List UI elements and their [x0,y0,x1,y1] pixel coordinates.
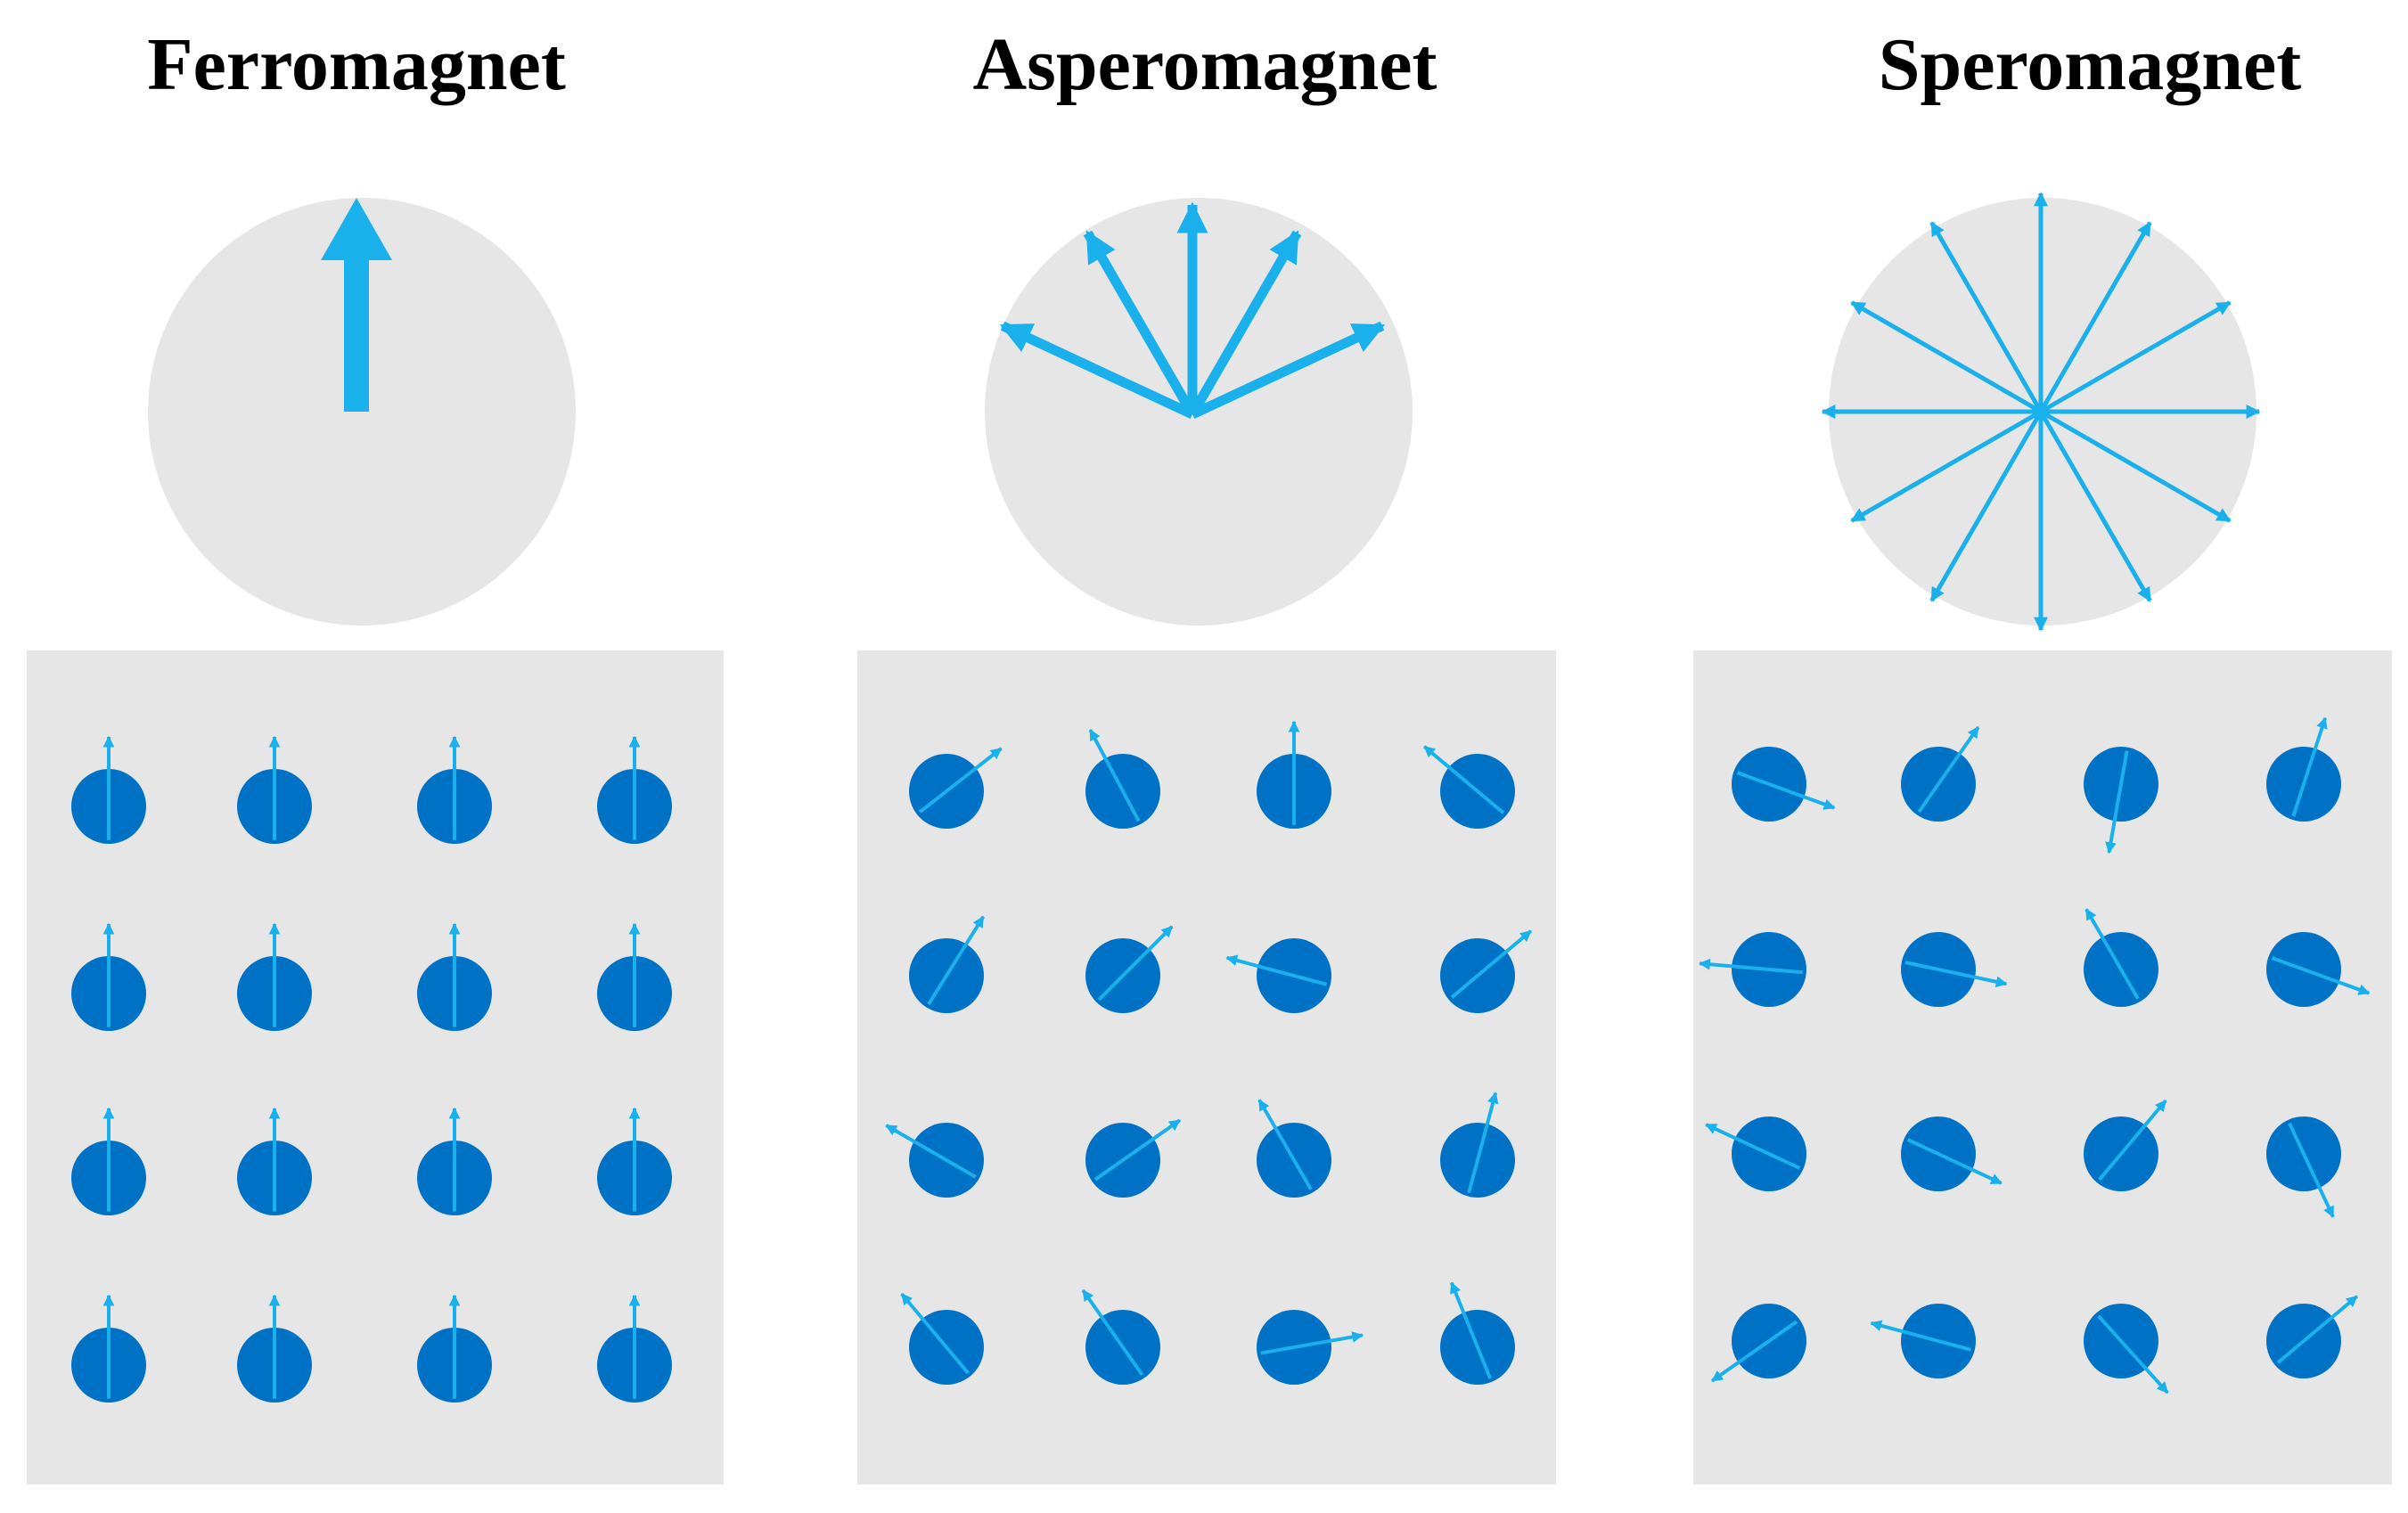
spin-arrow [2098,1099,2167,1182]
spin-arrow [918,747,1003,814]
spin-arrow [1081,1288,1144,1377]
speromagnet-panel: Speromagnet [1693,23,2392,1484]
spin-arrow [1225,954,1328,986]
spin-arrow [1097,925,1174,1002]
spin-arrow [900,1292,970,1375]
ferromagnet-distribution-arrows [321,198,392,412]
distribution-arrow-11 [2039,409,2232,523]
distribution-arrow-head [321,198,392,260]
distribution-arrow-4 [1929,221,2044,413]
ferromagnet-lattice [71,735,672,1403]
speromagnet-lattice [1699,716,2371,1394]
spin-arrow [2271,956,2371,995]
ferromagnet-title: Ferromagnet [147,23,566,106]
spin-arrow [1449,1281,1493,1379]
ferromagnet-panel: Ferromagnet [27,23,724,1484]
spin-arrow [2276,1295,2359,1364]
asperomagnet-title: Asperomagnet [972,23,1437,106]
speromagnet-distribution-arrows [1821,192,2261,632]
distribution-arrow-2 [2038,221,2152,413]
speromagnet-title: Speromagnet [1879,23,2301,106]
distribution-arrow-7 [1850,409,2043,523]
spin-arrow [2084,908,2140,1000]
spin-arrow [885,1124,977,1179]
asperomagnet-panel: Asperomagnet [857,23,1556,1484]
spin-arrow [1917,725,1980,814]
spin-arrow [1093,1118,1182,1182]
asperomagnet-lattice [885,720,1533,1385]
distribution-arrow-4 [1190,321,1386,419]
distribution-arrow-5 [1850,300,2043,414]
spin-arrow [1467,1092,1499,1194]
spin-arrow [1904,961,2008,988]
distribution-arrow-10 [2038,410,2152,602]
spin-arrow [927,915,986,1006]
spin-arrow [2097,1314,2169,1394]
distribution-arrow-1 [1083,230,1197,417]
spin-arrow [1699,958,1803,975]
spin-arrow [1736,771,1836,810]
spin-arrow [2291,716,2328,817]
spin-arrow [1257,1099,1313,1190]
spin-arrow [2105,750,2129,855]
distribution-arrow-1 [2039,300,2232,414]
spin-arrow [1710,1320,1798,1383]
distribution-arrow-8 [1929,410,2044,602]
spin-arrow [1450,929,1533,999]
spin-arrow [1870,1320,1972,1352]
spin-arrow [1422,745,1505,814]
spin-arrow [2288,1122,2335,1218]
distribution-arrow-shaft [344,260,369,412]
spin-arrow [1260,1331,1364,1355]
distribution-arrow-0 [999,321,1195,419]
spin-arrow [1906,1138,2003,1185]
spin-arrow [1088,728,1141,822]
spin-arrow [1705,1123,1801,1170]
asperomagnet-distribution-arrows [999,201,1386,419]
distribution-arrow-3 [1188,230,1302,417]
